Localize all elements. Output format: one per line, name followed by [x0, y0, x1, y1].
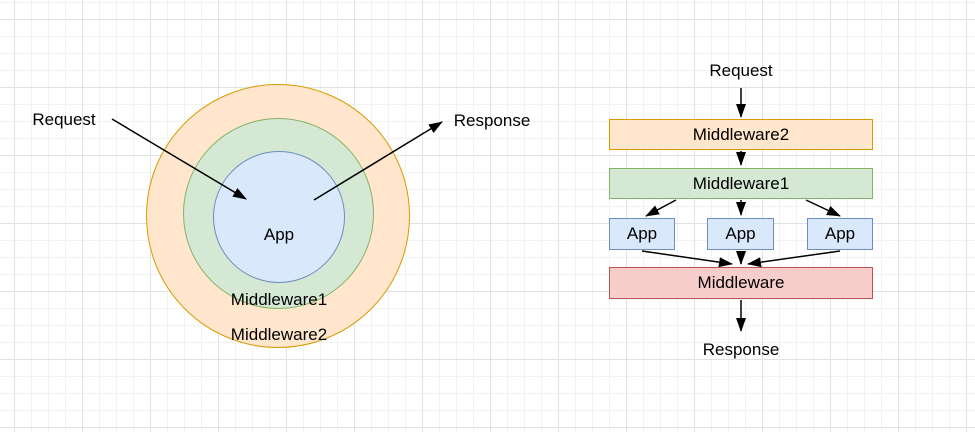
- app-box-1[interactable]: App: [609, 218, 675, 250]
- middleware1-to-app3-arrow[interactable]: [805, 199, 841, 217]
- middleware1-box[interactable]: Middleware1: [609, 168, 873, 199]
- middleware1-box-label: Middleware1: [692, 173, 790, 193]
- app-box-1-label: App: [626, 224, 658, 243]
- app-box-2[interactable]: App: [707, 218, 774, 250]
- right-request-label[interactable]: Request: [709, 60, 773, 80]
- middleware-box[interactable]: Middleware: [609, 267, 873, 299]
- left-request-label[interactable]: Request: [32, 109, 96, 129]
- app-box-3[interactable]: App: [807, 218, 873, 250]
- app-box-2-label: App: [725, 224, 756, 243]
- app-circle[interactable]: [213, 151, 345, 283]
- middleware-box-label: Middleware: [697, 273, 785, 292]
- right-response-label[interactable]: Response: [702, 339, 780, 359]
- middleware2-ring-label: Middleware2: [230, 324, 328, 344]
- middleware1-ring-label: Middleware1: [230, 289, 328, 309]
- middleware2-box[interactable]: Middleware2: [609, 119, 873, 150]
- left-response-label[interactable]: Response: [453, 110, 531, 130]
- app3-to-middleware-arrow[interactable]: [747, 250, 841, 268]
- middleware2-box-label: Middleware2: [692, 124, 790, 144]
- middleware1-to-app1-arrow[interactable]: [645, 199, 677, 217]
- app-box-3-label: App: [824, 224, 856, 243]
- app-circle-label: App: [263, 224, 295, 244]
- app1-to-middleware-arrow[interactable]: [641, 250, 733, 268]
